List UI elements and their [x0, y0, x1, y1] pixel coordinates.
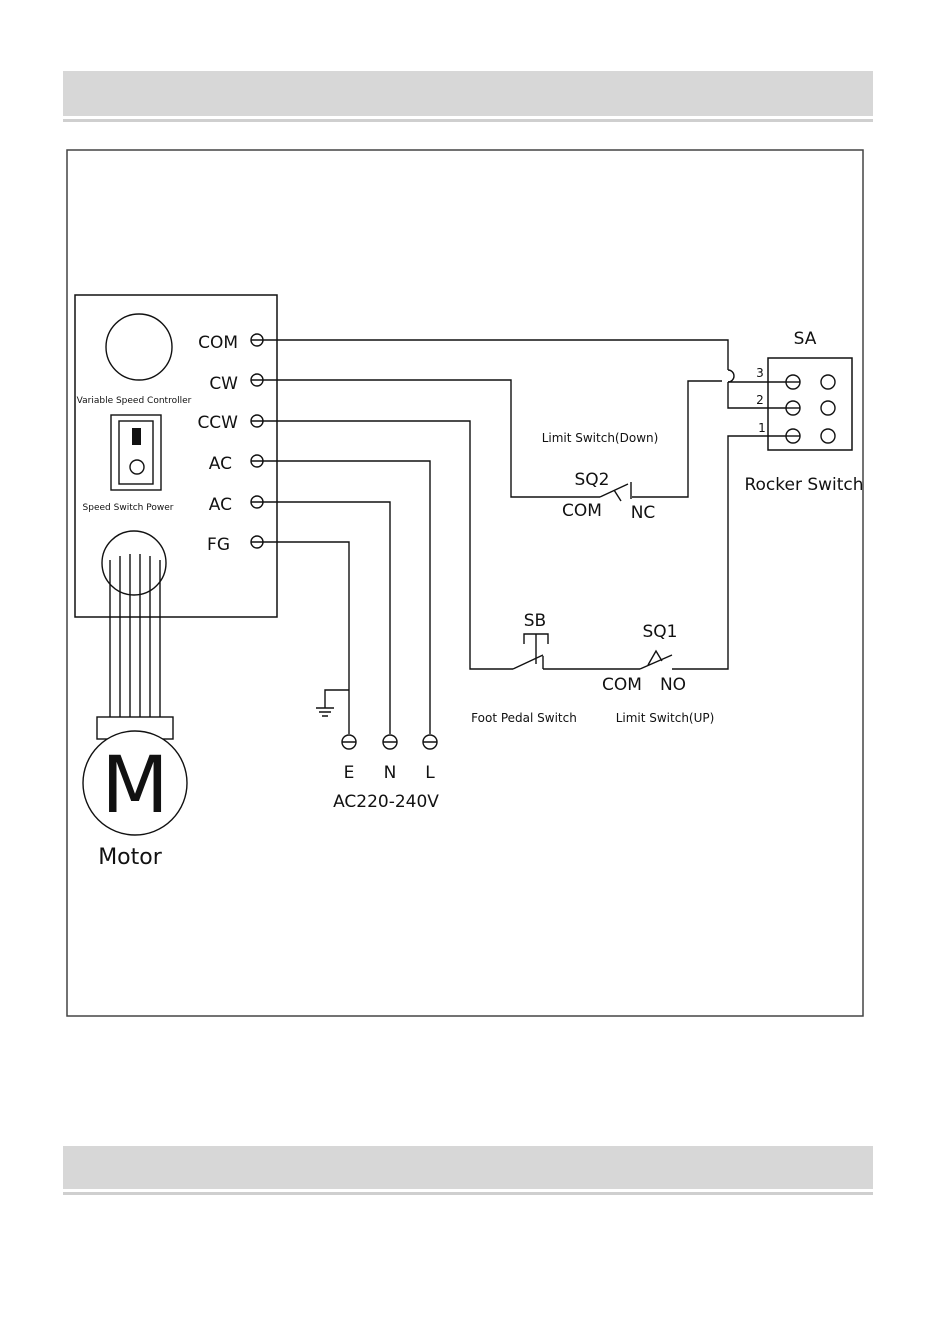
- sq2-nc-label: NC: [631, 503, 656, 523]
- sb-label: SB: [524, 611, 546, 631]
- controller-terminals: [251, 334, 263, 548]
- sq1-com-label: COM: [602, 675, 642, 695]
- rocker-caption: Rocker Switch: [744, 475, 863, 495]
- motor-caption: Motor: [98, 845, 163, 870]
- foot-pedal-switch: SB Foot Pedal Switch: [471, 611, 577, 725]
- rocker-pin-1: 1: [758, 421, 766, 435]
- knob-label: Variable Speed Controller: [77, 396, 192, 406]
- sq2-label: SQ2: [575, 470, 610, 490]
- cable-gland-icon: [102, 531, 166, 595]
- switch-label: Speed Switch Power: [83, 503, 174, 513]
- mains-power: E N L AC220-240V: [333, 735, 439, 812]
- diagram-frame: [67, 150, 863, 1016]
- rocker-switch: SA 3 2 1 Rocker Switch: [744, 329, 863, 495]
- live-label: L: [425, 763, 435, 783]
- motor: M Motor: [83, 731, 187, 870]
- limit-up-caption: Limit Switch(UP): [616, 711, 715, 725]
- speed-knob-icon: [106, 314, 172, 380]
- limit-switch-down: Limit Switch(Down) SQ2 COM NC: [542, 431, 659, 523]
- rocker-pin-2: 2: [756, 393, 764, 407]
- voltage-label: AC220-240V: [333, 792, 439, 812]
- rocker-pin-3: 3: [756, 366, 764, 380]
- terminal-label-ac2: AC: [209, 495, 232, 515]
- limit-down-caption: Limit Switch(Down): [542, 431, 659, 445]
- sq1-no-label: NO: [660, 675, 686, 695]
- sq2-com-label: COM: [562, 501, 602, 521]
- rocker-title: SA: [794, 329, 817, 349]
- terminal-label-ac1: AC: [209, 454, 232, 474]
- earth-label: E: [344, 763, 355, 783]
- terminal-label-cw: CW: [209, 374, 238, 394]
- terminal-label-ccw: CCW: [197, 413, 238, 433]
- sq1-label: SQ1: [643, 622, 678, 642]
- limit-switch-up: SQ1 COM NO Limit Switch(UP): [602, 622, 714, 725]
- motor-symbol: M: [101, 741, 168, 831]
- speed-controller: Variable Speed Controller Speed Switch P…: [75, 295, 277, 617]
- foot-pedal-caption: Foot Pedal Switch: [471, 711, 577, 725]
- wiring: [263, 340, 790, 734]
- terminal-label-com: COM: [198, 333, 238, 353]
- neutral-label: N: [384, 763, 397, 783]
- terminal-label-fg: FG: [207, 535, 230, 555]
